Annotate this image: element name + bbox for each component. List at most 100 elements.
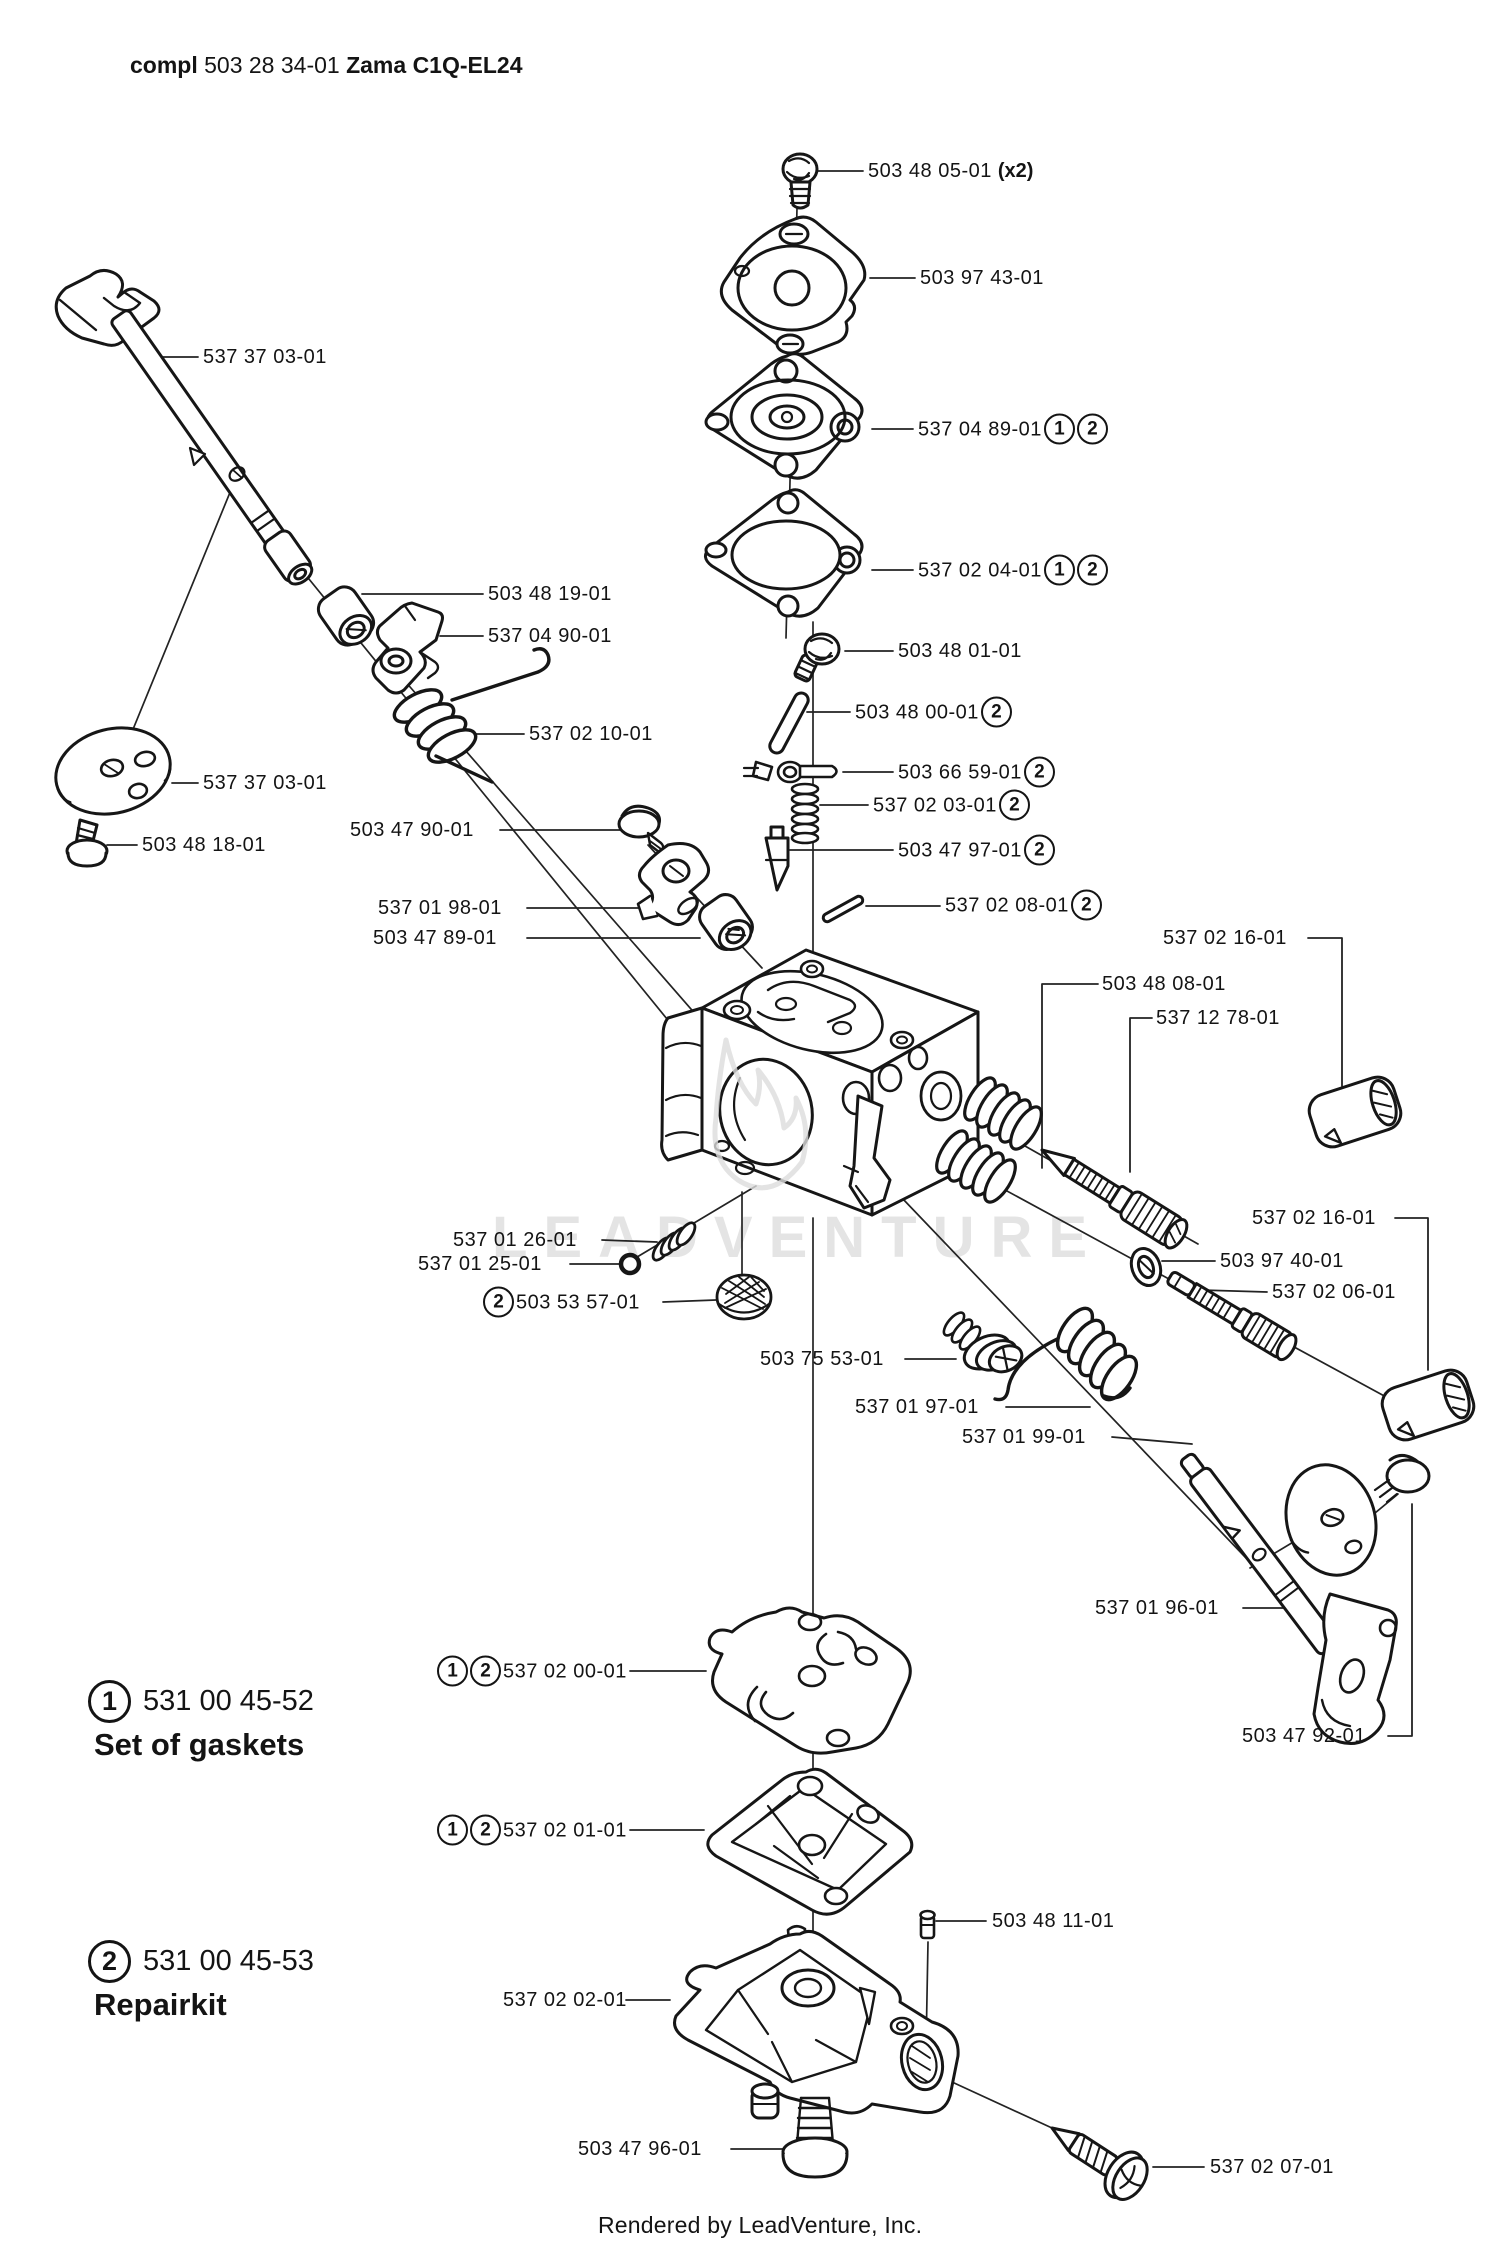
page-title: compl 503 28 34-01 Zama C1Q-EL24 — [130, 52, 523, 79]
callout-503-47-96-01: 503 47 96-01 — [578, 2139, 702, 2159]
callout-503-48-05-01: 503 48 05-01(x2) — [868, 161, 1033, 181]
callout-503-47-90-01: 503 47 90-01 — [350, 820, 474, 840]
washer-503-97-40-01 — [1129, 1247, 1163, 1287]
callout-537-02-10-01: 537 02 10-01 — [529, 724, 653, 744]
badge-circled-2: 2 — [1023, 834, 1055, 866]
note-set-of-gaskets: 1 531 00 45-52 Set of gaskets — [88, 1680, 314, 1763]
kit-code: 531 00 45-52 — [143, 1685, 314, 1717]
badge-circled-2: 2 — [1076, 554, 1108, 586]
part-number: 503 47 92-01 — [1242, 1725, 1366, 1747]
part-number: 503 53 57-01 — [516, 1291, 640, 1313]
part-number: 537 02 06-01 — [1272, 1281, 1396, 1303]
inlet-needle-503-47-97-01 — [764, 825, 790, 892]
callout-537-12-78-01: 537 12 78-01 — [1156, 1008, 1280, 1028]
quantity-note: (x2) — [997, 160, 1034, 182]
badge-circled-1: 1 — [437, 1655, 468, 1687]
part-number: 503 47 96-01 — [578, 2138, 702, 2160]
badge-circled-2: 2 — [980, 696, 1012, 728]
part-number: 537 02 16-01 — [1163, 927, 1287, 949]
badge-circled-1: 1 — [88, 1680, 131, 1723]
spring-537-01-97-01 — [993, 1306, 1139, 1402]
part-number: 503 48 18-01 — [142, 834, 266, 856]
part-number: 503 48 01-01 — [898, 640, 1022, 662]
badge-circled-2: 2 — [1023, 756, 1055, 788]
part-number: 503 48 19-01 — [488, 583, 612, 605]
pump-body-537-02-02-01 — [673, 1924, 960, 2120]
cap-537-02-16-01-upper — [1307, 1075, 1403, 1149]
callout-537-01-99-01: 537 01 99-01 — [962, 1427, 1086, 1447]
part-number: 537 02 08-01 — [945, 894, 1069, 916]
leader-lines — [106, 170, 1429, 2168]
part-number: 537 01 26-01 — [453, 1229, 577, 1251]
callout-503-97-40-01: 503 97 40-01 — [1220, 1251, 1344, 1271]
throttle-shaft-537-37-03-01 — [54, 269, 314, 586]
callout-503-48-11-01: 503 48 11-01 — [992, 1911, 1114, 1931]
callout-537-01-25-01: 537 01 25-01 — [418, 1254, 542, 1274]
diaphragm-537-02-00-01 — [707, 1606, 912, 1755]
part-number: 537 02 01-01 — [503, 1819, 627, 1841]
part-number: 537 37 03-01 — [203, 772, 327, 794]
part-number: 503 97 43-01 — [920, 267, 1044, 289]
carburetor-body — [660, 948, 980, 1217]
spring-537-01-26-01 — [651, 1221, 697, 1262]
callout-503-48-08-01: 503 48 08-01 — [1102, 974, 1226, 994]
callout-537-02-02-01: 537 02 02-01 — [503, 1990, 627, 2010]
title-prefix: compl — [130, 52, 198, 78]
title-assembly-number: 503 28 34-01 — [204, 52, 340, 78]
part-number: 537 02 07-01 — [1210, 2156, 1334, 2178]
callout-537-01-26-01: 537 01 26-01 — [453, 1230, 577, 1250]
callout-503-75-53-01: 503 75 53-01 — [760, 1349, 884, 1369]
pin-537-02-08-01 — [821, 894, 865, 924]
part-number: 537 01 99-01 — [962, 1426, 1086, 1448]
part-number: 537 01 96-01 — [1095, 1597, 1219, 1619]
needle-screw-537-12-78-01 — [1040, 1148, 1189, 1250]
callout-537-02-16-01: 537 02 16-01 — [1163, 928, 1287, 948]
callout-503-47-92-01: 503 47 92-01 — [1242, 1726, 1366, 1746]
callout-537-37-03-01: 537 37 03-01 — [203, 773, 327, 793]
diaphragm-537-04-89-01 — [704, 352, 864, 480]
lever-537-04-90-01 — [371, 601, 444, 695]
cover-plate-503-97-43-01 — [719, 215, 867, 356]
spring-537-02-10-01 — [392, 647, 551, 784]
part-number: 537 02 02-01 — [503, 1989, 627, 2011]
part-number: 537 04 89-01 — [918, 418, 1042, 440]
screw-503-48-05-01 — [781, 152, 819, 210]
bushing-503-48-19-01 — [316, 585, 376, 647]
screw-503-48-01-01 — [793, 632, 841, 683]
callout-503-48-18-01: 503 48 18-01 — [142, 835, 266, 855]
part-number: 503 48 08-01 — [1102, 973, 1226, 995]
pin-503-48-00-01 — [768, 691, 810, 755]
callout-503-97-43-01: 503 97 43-01 — [920, 268, 1044, 288]
leadventure-watermark: LEADVENTURE — [492, 1205, 1104, 1270]
callout-537-37-03-01: 537 37 03-01 — [203, 347, 327, 367]
part-number: 537 01 25-01 — [418, 1253, 542, 1275]
part-number: 503 97 40-01 — [1220, 1250, 1344, 1272]
part-number: 537 01 97-01 — [855, 1396, 979, 1418]
screen-503-53-57-01 — [715, 1273, 773, 1321]
needle-screw-537-02-06-01 — [1166, 1270, 1298, 1362]
part-number: 537 02 04-01 — [918, 559, 1042, 581]
badge-circled-2: 2 — [88, 1940, 131, 1983]
part-number: 537 12 78-01 — [1156, 1007, 1280, 1029]
badge-circled-2: 2 — [1076, 413, 1108, 445]
metering-lever-537-01-98-01 — [636, 842, 711, 927]
callout-537-01-96-01: 537 01 96-01 — [1095, 1598, 1219, 1618]
springs-503-48-08-01 — [935, 1076, 1043, 1204]
callout-503-48-01-01: 503 48 01-01 — [898, 641, 1022, 661]
renderer-credit: Rendered by LeadVenture, Inc. — [598, 2212, 923, 2238]
badge-circled-2: 2 — [470, 1814, 501, 1846]
screw-503-48-11-01 — [919, 1909, 936, 1940]
part-number: 537 02 03-01 — [873, 794, 997, 816]
parts — [54, 152, 1476, 2201]
part-number: 503 48 00-01 — [855, 701, 979, 723]
cap-537-02-16-01-lower — [1380, 1368, 1476, 1442]
part-number: 537 01 98-01 — [378, 897, 502, 919]
part-number: 537 02 16-01 — [1252, 1207, 1376, 1229]
part-number: 503 48 05-01 — [868, 160, 992, 182]
